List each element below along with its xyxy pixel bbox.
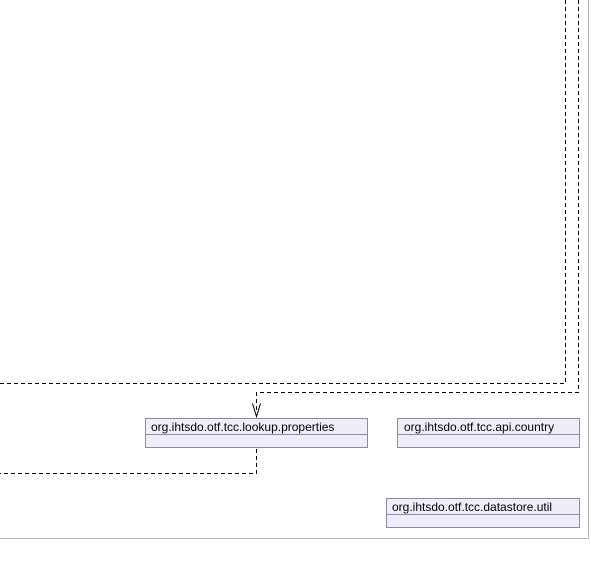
package-box (386, 498, 580, 528)
dependency-connectors (0, 0, 579, 474)
diagram-frame (0, 0, 589, 539)
dependency-line-lower (0, 449, 257, 474)
dependency-line-inner (0, 0, 566, 384)
package-label: org.ihtsdo.otf.tcc.api.country (404, 420, 554, 434)
package-api-country[interactable]: org.ihtsdo.otf.tcc.api.country (397, 418, 580, 448)
package-datastore-util[interactable]: org.ihtsdo.otf.tcc.datastore.util (386, 498, 580, 528)
package-box (145, 418, 368, 448)
dependency-arrowhead (252, 403, 261, 419)
package-box (397, 418, 580, 448)
dependency-line-outer (256, 0, 579, 413)
package-label: org.ihtsdo.otf.tcc.datastore.util (392, 500, 552, 514)
package-label: org.ihtsdo.otf.tcc.lookup.properties (151, 420, 334, 434)
package-lookup-properties[interactable]: org.ihtsdo.otf.tcc.lookup.properties (145, 418, 368, 448)
